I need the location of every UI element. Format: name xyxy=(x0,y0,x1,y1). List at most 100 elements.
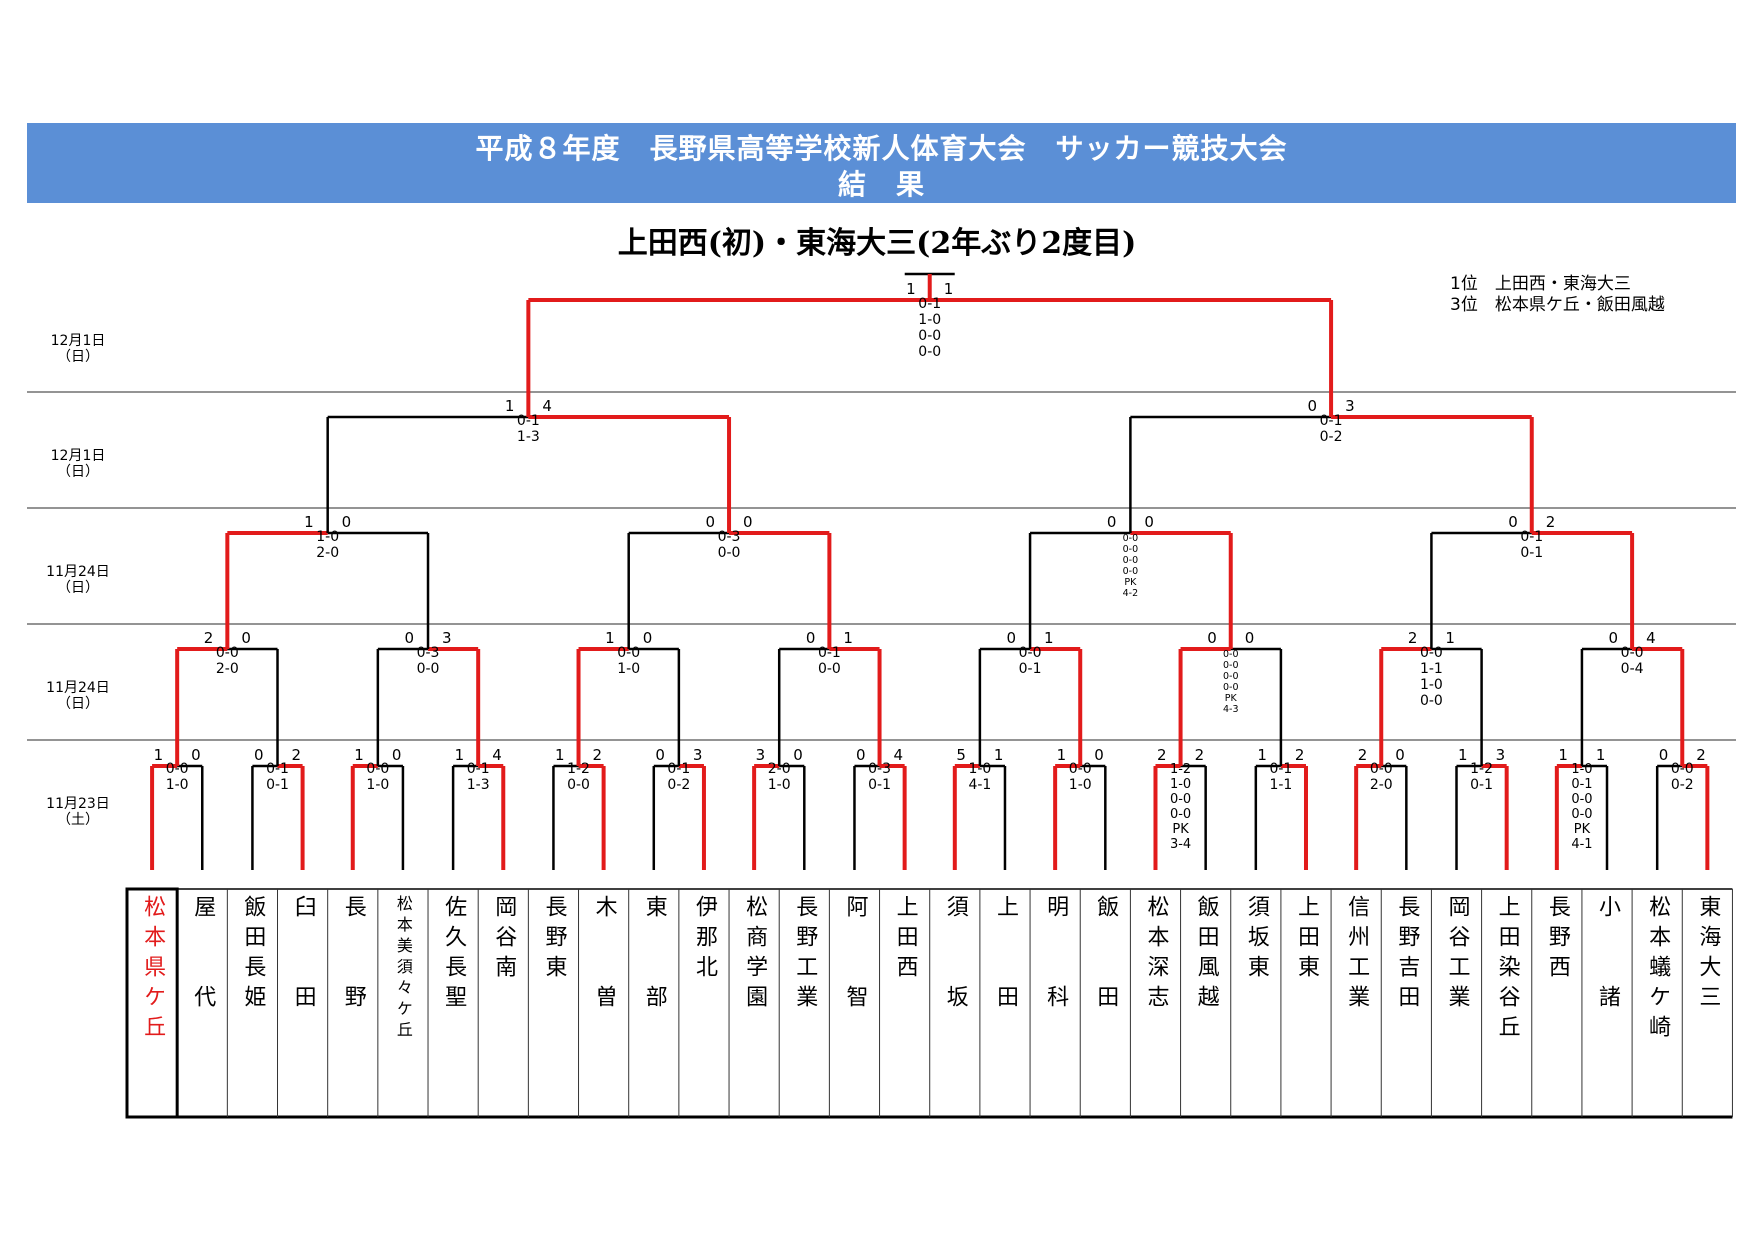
match-detail-score: 1-0 xyxy=(918,312,941,328)
team-name: 小 諸 xyxy=(1595,895,1620,1015)
match-detail-score: 0-0 xyxy=(1571,807,1592,822)
match-score-right: 2 xyxy=(593,746,603,764)
title-banner: 平成８年度 長野県高等学校新人体育大会 サッカー競技大会 結 果 xyxy=(27,123,1736,203)
match-score-left: 0 xyxy=(1207,629,1217,647)
match-score-left: 0 xyxy=(1107,513,1117,531)
match-score-right: 2 xyxy=(1295,746,1305,764)
match-detail-score: 1-0 xyxy=(166,777,189,793)
match-detail-score: 2-0 xyxy=(316,545,339,561)
team-name: 松本県ケ丘 xyxy=(140,895,166,1045)
team-cell: 伊那北 xyxy=(679,889,729,1117)
match-detail-score: 0-0 xyxy=(918,328,941,344)
match-detail-score: PK xyxy=(1225,693,1238,704)
round-weekday-label: （日） xyxy=(57,696,99,712)
match-detail-score: 1-0 xyxy=(1170,777,1191,792)
round-weekday-label: （日） xyxy=(57,349,99,365)
team-cell: 東海大三 xyxy=(1682,889,1732,1117)
match-score-right: 1 xyxy=(843,629,853,647)
match-detail-score: 0-0 xyxy=(1170,792,1191,807)
match-score-left: 0 xyxy=(1659,746,1669,764)
match-score-right: 0 xyxy=(241,629,251,647)
highlight-team-box xyxy=(125,887,179,1119)
match-detail-score: 4-1 xyxy=(1571,837,1592,852)
team-cell: 松商学園 xyxy=(729,889,779,1117)
match-detail-score: 4-2 xyxy=(1123,588,1139,599)
match-detail-score: 0-1 xyxy=(266,761,289,777)
match-detail-score: 0-0 xyxy=(1019,645,1042,661)
match-detail-score: 1-0 xyxy=(768,777,791,793)
team-name: 臼 田 xyxy=(290,895,316,1015)
match-score-left: 0 xyxy=(1007,629,1017,647)
match-detail-score: 4-1 xyxy=(968,777,991,793)
match-detail-score: 0-0 xyxy=(1123,544,1139,555)
match-detail-score: 0-3 xyxy=(868,761,891,777)
team-name: 上田西 xyxy=(892,895,918,985)
match-detail-score: 0-2 xyxy=(667,777,690,793)
match-detail-score: 0-1 xyxy=(266,777,289,793)
champion-text: 上田西(初)・東海大三(2年ぶり2度目) xyxy=(617,226,1137,261)
match-score-right: 0 xyxy=(1094,746,1104,764)
match-score-left: 0 xyxy=(404,629,414,647)
team-name: 長野工業 xyxy=(792,895,818,1015)
team-cell: 飯 田 xyxy=(1080,889,1130,1117)
match-score-left: 5 xyxy=(956,746,966,764)
round-date-label: 12月1日 xyxy=(51,333,106,349)
team-name: 東 部 xyxy=(641,895,667,1015)
team-cell: 松本県ケ丘 xyxy=(127,889,177,1117)
match-detail-score: 0-0 xyxy=(818,661,841,677)
team-name: 飯田風越 xyxy=(1193,895,1219,1015)
match-detail-score: PK xyxy=(1574,822,1591,837)
placing-third: 3位 松本県ケ丘・飯田風越 xyxy=(1450,295,1665,315)
match-score-right: 2 xyxy=(1546,513,1556,531)
team-cell: 長野工業 xyxy=(779,889,829,1117)
team-name: 須 坂 xyxy=(942,895,968,1015)
match-score-right: 0 xyxy=(1245,629,1255,647)
match-score-right: 1 xyxy=(1044,629,1054,647)
team-cell: 長野西 xyxy=(1532,889,1582,1117)
match-detail-score: 0-0 xyxy=(1223,682,1239,693)
match-detail-score: 1-3 xyxy=(467,777,490,793)
team-cell: 佐久長聖 xyxy=(428,889,478,1117)
match-detail-score: 0-1 xyxy=(1520,529,1543,545)
match-score-left: 1 xyxy=(906,280,916,298)
match-detail-score: 2-0 xyxy=(216,661,239,677)
match-detail-score: 0-2 xyxy=(1671,777,1694,793)
team-cell: 岡谷工業 xyxy=(1431,889,1481,1117)
team-cell: 上田東 xyxy=(1281,889,1331,1117)
match-detail-score: 0-0 xyxy=(1621,645,1644,661)
match-detail-score: 2-0 xyxy=(768,761,791,777)
round-date-label: 11月24日 xyxy=(46,680,110,696)
match-score-left: 0 xyxy=(705,513,715,531)
team-cell: 長野吉田 xyxy=(1381,889,1431,1117)
team-name: 松本深志 xyxy=(1143,895,1169,1015)
match-detail-score: 0-0 xyxy=(166,761,189,777)
match-detail-score: 1-0 xyxy=(1069,777,1092,793)
team-name: 阿 智 xyxy=(842,895,868,1015)
match-detail-score: 0-1 xyxy=(1269,761,1292,777)
match-score-left: 0 xyxy=(1308,397,1318,415)
match-score-right: 0 xyxy=(643,629,653,647)
match-detail-score: 0-3 xyxy=(417,645,440,661)
match-score-right: 0 xyxy=(342,513,352,531)
match-score-left: 0 xyxy=(655,746,665,764)
match-detail-score: 0-0 xyxy=(216,645,239,661)
tournament-title: 平成８年度 長野県高等学校新人体育大会 サッカー競技大会 xyxy=(475,132,1288,165)
match-detail-score: 0-1 xyxy=(918,296,941,312)
match-detail-score: 0-0 xyxy=(1069,761,1092,777)
match-score-right: 0 xyxy=(743,513,753,531)
team-cell: 飯田長姫 xyxy=(227,889,277,1117)
match-score-left: 0 xyxy=(1508,513,1518,531)
team-cell: 信州工業 xyxy=(1331,889,1381,1117)
match-detail-score: 4-3 xyxy=(1223,704,1239,715)
match-detail-score: 0-0 xyxy=(1370,761,1393,777)
team-name: 長 野 xyxy=(340,895,366,1015)
match-detail-score: 0-0 xyxy=(366,761,389,777)
match-detail-score: 0-0 xyxy=(567,777,590,793)
match-score-left: 1 xyxy=(304,513,314,531)
match-detail-score: 0-1 xyxy=(1019,661,1042,677)
team-cell: 飯田風越 xyxy=(1181,889,1231,1117)
team-name: 明 科 xyxy=(1043,895,1069,1015)
match-score-right: 1 xyxy=(1596,746,1606,764)
team-name: 松本美須々ケ丘 xyxy=(393,895,413,1042)
match-detail-score: 0-0 xyxy=(1671,761,1694,777)
